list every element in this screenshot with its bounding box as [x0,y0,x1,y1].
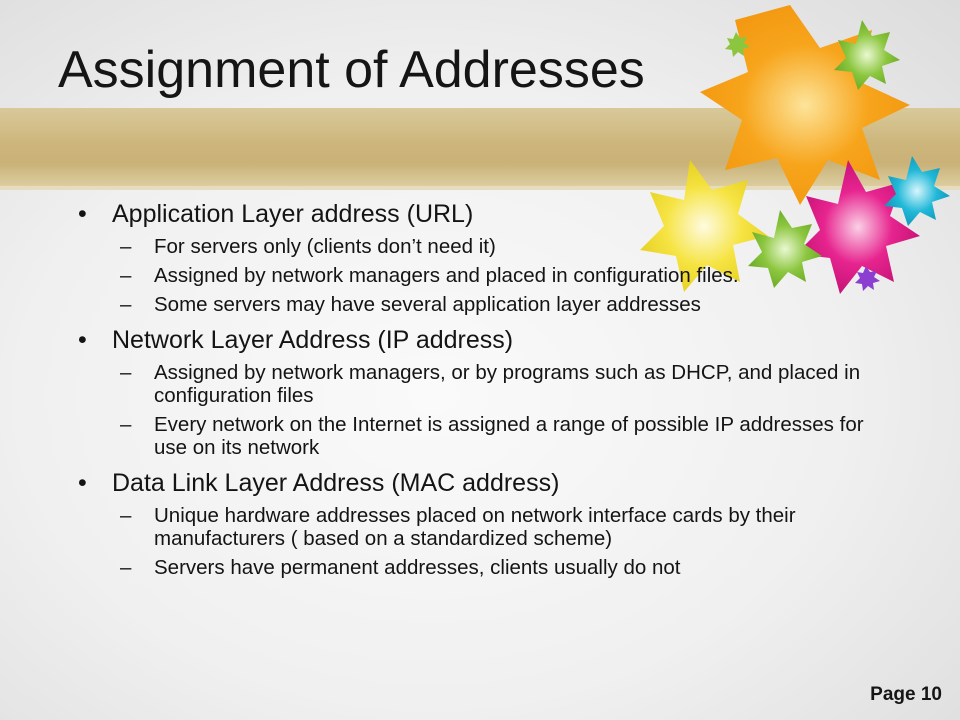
slide-title: Assignment of Addresses [58,41,645,99]
sub-item: – Assigned by network managers, or by pr… [76,361,896,407]
bullet-dot: • [78,469,87,497]
dash: – [120,504,132,527]
bullet-dot: • [78,200,87,228]
bullet-text: Network Layer Address (IP address) [112,326,514,354]
bullet-text: Data Link Layer Address (MAC address) [112,469,560,497]
sub-text: Servers have permanent addresses, client… [154,556,681,579]
bullet-list: • Application Layer address (URL) – For … [76,196,896,579]
dash: – [120,413,132,436]
sub-item: – For servers only (clients don’t need i… [76,235,896,258]
sub-text: Assigned by network managers and placed … [154,264,739,287]
bullet-dot: • [78,326,87,354]
green-flower [834,20,900,90]
sub-item: – Every network on the Internet is assig… [76,413,896,459]
sub-text: Some servers may have several applicatio… [154,293,701,316]
dash: – [120,235,132,258]
bullet-data-link-layer: • Data Link Layer Address (MAC address) [76,469,896,498]
sub-text: For servers only (clients don’t need it) [154,235,496,258]
dash: – [120,293,132,316]
dash: – [120,264,132,287]
sub-text: Every network on the Internet is assigne… [154,413,864,459]
bullet-text: Application Layer address (URL) [112,200,474,228]
tiny-green-flower [725,32,750,57]
bullet-application-layer: • Application Layer address (URL) [76,200,896,229]
title-band [0,108,960,186]
sub-text: Assigned by network managers, or by prog… [154,361,861,407]
sub-text: Unique hardware addresses placed on netw… [154,504,796,550]
page-number: Page 10 [870,684,942,705]
title-band-rule [0,186,960,190]
sub-item: – Some servers may have several applicat… [76,293,896,316]
dash: – [120,361,132,384]
sub-item: – Servers have permanent addresses, clie… [76,556,896,579]
sub-item: – Assigned by network managers and place… [76,264,896,287]
sub-item: – Unique hardware addresses placed on ne… [76,504,896,550]
bullet-network-layer: • Network Layer Address (IP address) [76,326,896,355]
dash: – [120,556,132,579]
